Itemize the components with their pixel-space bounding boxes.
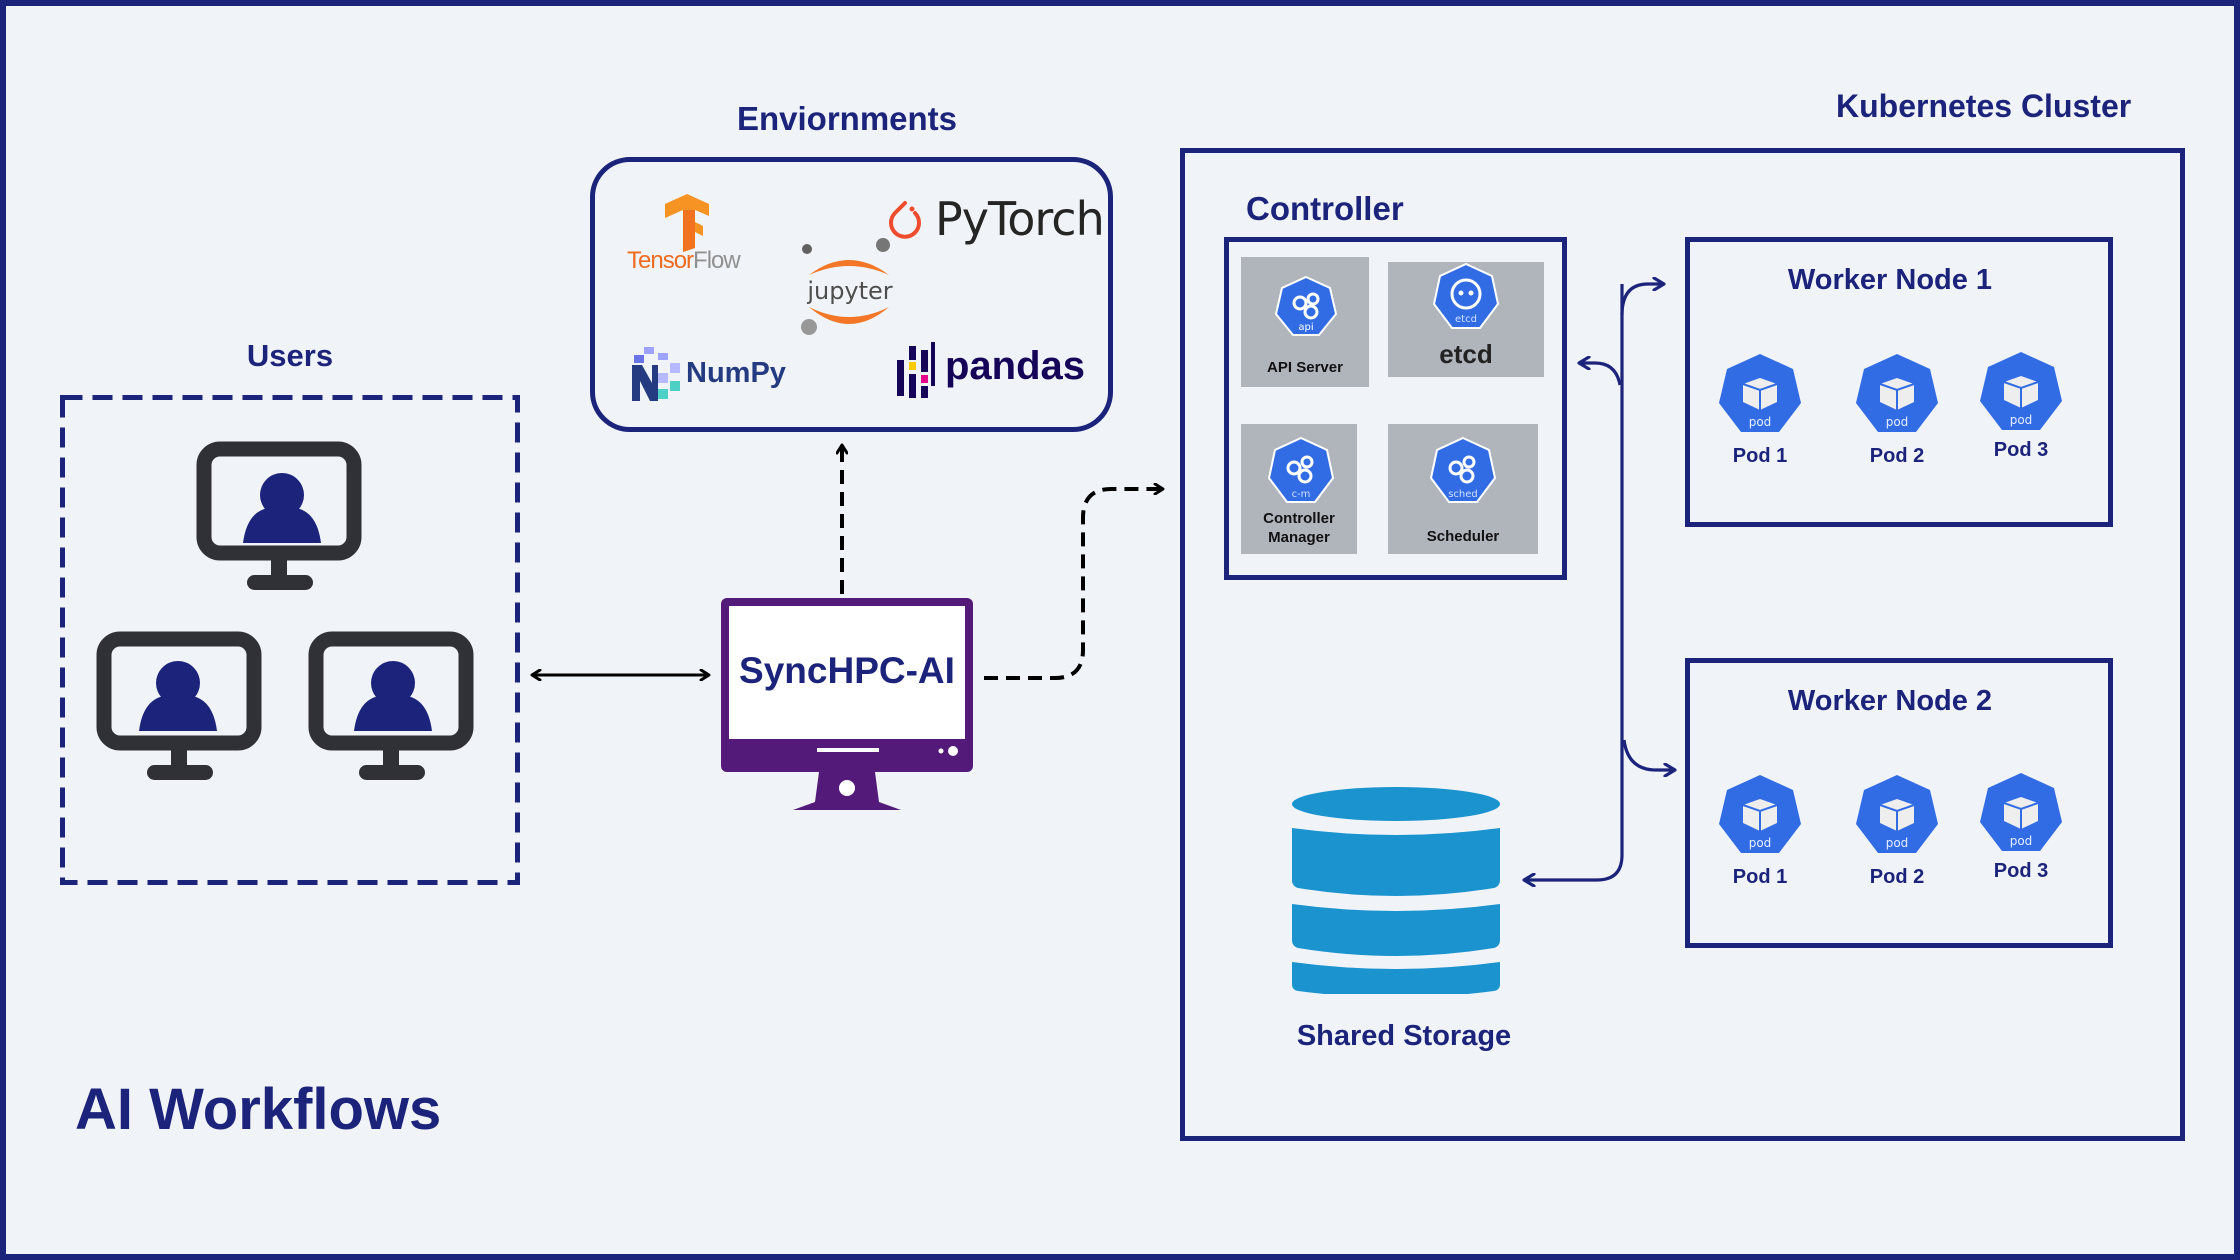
bus-controller-arrow	[1580, 363, 1622, 386]
pandas-text: pandas	[945, 344, 1086, 388]
pod-item[interactable]: pod Pod 2	[1852, 773, 1942, 889]
pod-label: Pod 3	[1993, 860, 2049, 882]
shared-storage[interactable]: Shared Storage	[1288, 782, 1511, 1052]
kubernetes-api-icon: api	[1275, 275, 1337, 336]
pod-item[interactable]: pod Pod 1	[1715, 773, 1805, 889]
jupyter-text: jupyter	[807, 277, 893, 305]
controller-box: api API Server etcd etcd c-m Controller …	[1224, 237, 1567, 580]
diagram-title: AI Workflows	[75, 1077, 442, 1142]
api-server-label: API Server	[1267, 359, 1343, 376]
bus-worker1-arrow	[1620, 284, 1663, 316]
tensorflow-logo: TensorFlow	[627, 192, 747, 292]
kubernetes-pod-icon: pod	[1980, 773, 2062, 851]
cluster-label: Kubernetes Cluster	[1836, 88, 2132, 124]
controller-label: Controller	[1246, 190, 1404, 227]
users-label: Users	[246, 338, 334, 373]
jupyter-logo: jupyter	[795, 237, 905, 347]
kubernetes-pod-icon: pod	[1856, 354, 1938, 432]
api-badge: api	[1298, 322, 1313, 333]
numpy-text: NumPy	[686, 357, 786, 389]
cm-badge: c-m	[1292, 489, 1311, 500]
etcd-component[interactable]: etcd etcd	[1388, 262, 1544, 377]
worker-node-1[interactable]: Worker Node 1 pod Pod 1 pod Pod 2 pod Po…	[1685, 237, 2113, 527]
numpy-icon	[632, 347, 680, 401]
pod-badge: pod	[1749, 415, 1772, 429]
etcd-badge: etcd	[1455, 314, 1477, 325]
kubernetes-etcd-icon: etcd	[1432, 262, 1500, 329]
user-monitor-icon	[96, 631, 262, 780]
user-monitor-icon	[196, 441, 362, 590]
pod-badge: pod	[1886, 415, 1909, 429]
pod-label: Pod 3	[1993, 439, 2049, 461]
controller-manager-label-line2: Manager	[1268, 529, 1330, 546]
pandas-logo: pandas	[895, 342, 1105, 404]
pytorch-icon	[889, 201, 921, 239]
api-server-component[interactable]: api API Server	[1241, 257, 1369, 387]
kubernetes-cm-icon: c-m	[1267, 436, 1335, 503]
users-group	[60, 395, 520, 885]
kubernetes-pod-icon: pod	[1719, 354, 1801, 432]
synchpc-cluster-arrow	[984, 489, 1162, 680]
environments-label: Enviornments	[736, 100, 958, 137]
tensorflow-text-tensor: Tensor	[627, 247, 694, 274]
kubernetes-sched-icon: sched	[1429, 436, 1497, 503]
pod-label: Pod 2	[1869, 866, 1925, 888]
controller-manager-component[interactable]: c-m Controller Manager	[1241, 424, 1357, 554]
pod-badge: pod	[2010, 834, 2033, 848]
worker-node-1-label: Worker Node 1	[1787, 264, 1993, 296]
bus-worker2-arrow	[1622, 739, 1674, 770]
pod-label: Pod 1	[1732, 866, 1788, 888]
synchpc-monitor-icon	[721, 598, 973, 810]
database-icon	[1292, 787, 1500, 994]
synchpc-ai-node[interactable]: SyncHPC-AI	[721, 598, 973, 810]
scheduler-label: Scheduler	[1426, 528, 1500, 545]
pod-item[interactable]: pod Pod 1	[1715, 352, 1805, 468]
pytorch-text: PyTorch	[935, 192, 1105, 246]
pod-label: Pod 1	[1732, 445, 1788, 467]
pandas-icon	[897, 342, 935, 398]
etcd-label: etcd	[1439, 339, 1493, 369]
jupyter-icon	[801, 238, 890, 335]
pod-badge: pod	[1886, 836, 1909, 850]
pod-item[interactable]: pod Pod 3	[1976, 771, 2066, 883]
synchpc-label: SyncHPC-AI	[739, 650, 955, 691]
controller-manager-label-line1: Controller	[1263, 510, 1335, 527]
pod-badge: pod	[2010, 413, 2033, 427]
pod-badge: pod	[1749, 836, 1772, 850]
user-monitor-icon	[308, 631, 474, 780]
environments-box: TensorFlow jupyter PyTorch	[590, 157, 1113, 432]
pod-item[interactable]: pod Pod 3	[1976, 350, 2066, 462]
pytorch-logo: PyTorch	[885, 192, 1115, 252]
kubernetes-pod-icon: pod	[1719, 775, 1801, 853]
pod-label: Pod 2	[1869, 445, 1925, 467]
pod-item[interactable]: pod Pod 2	[1852, 352, 1942, 468]
kubernetes-cluster-box	[1180, 148, 2185, 1141]
scheduler-component[interactable]: sched Scheduler	[1388, 424, 1538, 554]
worker-node-2[interactable]: Worker Node 2 pod Pod 1 pod Pod 2 pod Po…	[1685, 658, 2113, 948]
shared-storage-label: Shared Storage	[1296, 1020, 1512, 1052]
numpy-logo: NumPy	[630, 347, 800, 407]
kubernetes-pod-icon: pod	[1980, 352, 2062, 430]
tensorflow-icon	[665, 194, 709, 252]
kubernetes-pod-icon: pod	[1856, 775, 1938, 853]
sched-badge: sched	[1448, 489, 1478, 500]
worker-node-2-label: Worker Node 2	[1787, 685, 1993, 717]
tensorflow-text-flow: Flow	[693, 247, 741, 274]
